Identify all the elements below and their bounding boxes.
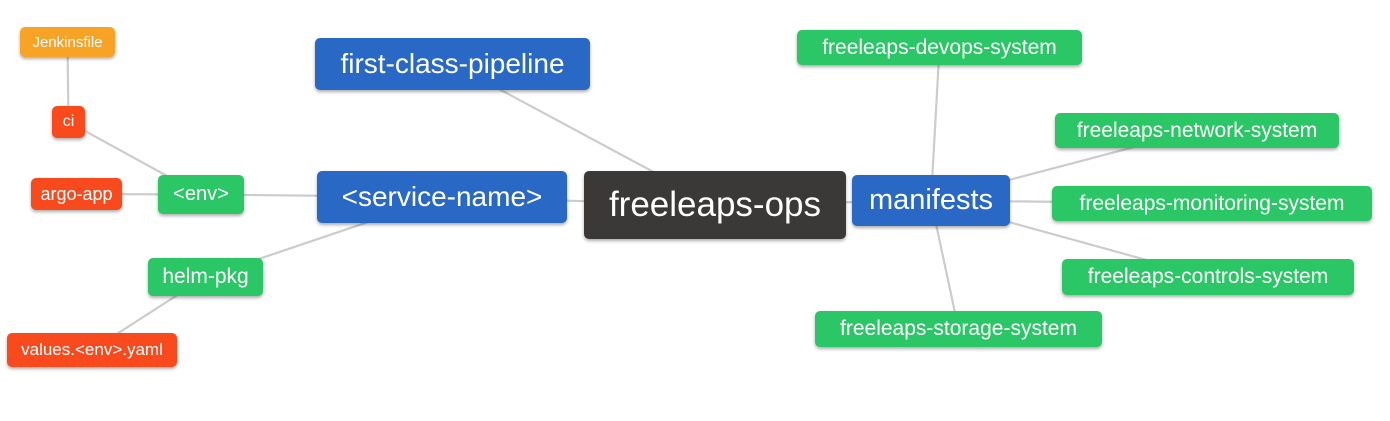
node-freeleaps-controls-system-label: freeleaps-controls-system <box>1087 265 1329 288</box>
node-ci[interactable]: ci <box>52 106 85 138</box>
node-freeleaps-ops-label: freeleaps-ops <box>608 185 822 224</box>
node-service-name-label: <service-name> <box>341 181 543 212</box>
node-manifests-label: manifests <box>868 184 994 216</box>
node-first-class-pipeline-label: first-class-pipeline <box>340 48 565 79</box>
node-freeleaps-devops-system-label: freeleaps-devops-system <box>822 35 1057 59</box>
node-helm-pkg[interactable]: helm-pkg <box>148 258 263 296</box>
node-env-label: <env> <box>173 183 229 205</box>
node-service-name[interactable]: <service-name> <box>317 171 567 223</box>
node-freeleaps-storage-system[interactable]: freeleaps-storage-system <box>815 311 1102 347</box>
node-ci-label: ci <box>62 113 75 130</box>
node-first-class-pipeline[interactable]: first-class-pipeline <box>315 38 590 90</box>
node-jenkinsfile[interactable]: Jenkinsfile <box>20 27 115 57</box>
node-freeleaps-network-system-label: freeleaps-network-system <box>1076 118 1318 142</box>
node-values-env-yaml[interactable]: values.<env>.yaml <box>7 333 177 367</box>
node-env[interactable]: <env> <box>158 175 244 214</box>
node-argo-app[interactable]: argo-app <box>31 178 122 210</box>
node-values-env-yaml-label: values.<env>.yaml <box>21 340 163 359</box>
node-freeleaps-ops[interactable]: freeleaps-ops <box>584 171 846 239</box>
node-freeleaps-network-system[interactable]: freeleaps-network-system <box>1055 113 1339 148</box>
node-argo-app-label: argo-app <box>40 183 113 204</box>
node-helm-pkg-label: helm-pkg <box>162 265 249 288</box>
node-manifests[interactable]: manifests <box>852 175 1010 226</box>
node-freeleaps-monitoring-system-label: freeleaps-monitoring-system <box>1079 191 1345 215</box>
node-jenkinsfile-label: Jenkinsfile <box>32 33 103 51</box>
node-freeleaps-monitoring-system[interactable]: freeleaps-monitoring-system <box>1052 186 1372 221</box>
node-freeleaps-controls-system[interactable]: freeleaps-controls-system <box>1062 259 1354 295</box>
node-freeleaps-devops-system[interactable]: freeleaps-devops-system <box>797 30 1082 65</box>
node-freeleaps-storage-system-label: freeleaps-storage-system <box>840 317 1077 340</box>
